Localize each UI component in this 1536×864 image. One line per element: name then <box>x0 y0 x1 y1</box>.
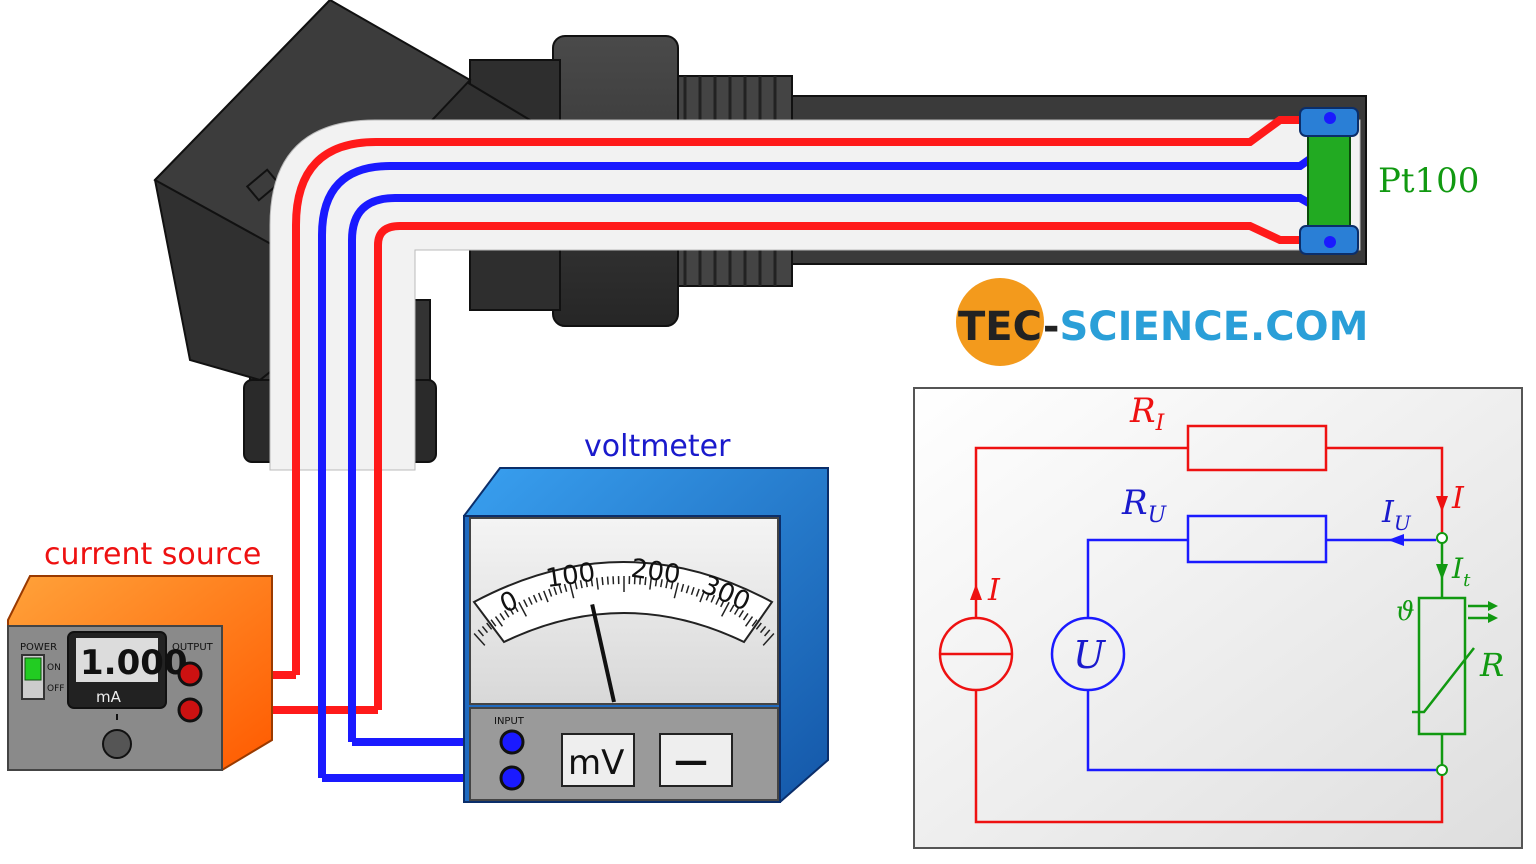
label-U: U <box>1073 633 1107 677</box>
label-IU: IU <box>1381 495 1412 535</box>
scale-tick <box>527 596 533 605</box>
scale-tick <box>695 588 700 597</box>
sensor-housing <box>153 0 1367 471</box>
scale-tick <box>742 613 749 621</box>
scale-tick <box>523 599 528 608</box>
scale-tick <box>585 579 588 588</box>
logo-science: SCIENCE <box>1060 304 1251 350</box>
scale-tick <box>690 586 695 596</box>
label-I-left: I <box>987 573 1001 608</box>
scale-tick <box>649 577 653 590</box>
scale-tick <box>563 583 568 592</box>
scale-tick <box>595 577 599 590</box>
label-It: It <box>1451 552 1471 591</box>
scale-tick <box>665 580 669 589</box>
scale-tick <box>532 594 538 603</box>
voltmeter-needle <box>590 603 616 703</box>
scale-tick <box>518 601 528 617</box>
label-theta: ϑ <box>1396 597 1415 627</box>
scale-100: 100 <box>544 558 597 595</box>
label-I-right: I <box>1451 481 1465 516</box>
off-label: OFF <box>47 684 64 694</box>
scale-tick <box>499 613 506 621</box>
scale-tick <box>680 583 685 592</box>
logo-com: .COM <box>1250 304 1368 350</box>
on-label: ON <box>47 663 61 673</box>
scale-tick <box>763 629 771 637</box>
mv-button-label: mV <box>568 743 624 783</box>
scale-tick <box>579 580 583 589</box>
logo-dash: - <box>1043 304 1060 350</box>
scale-tick <box>513 604 519 613</box>
scale-200: 200 <box>629 554 682 591</box>
scale-tick <box>762 633 775 646</box>
scale-tick <box>639 576 642 585</box>
mode-button-label: — <box>674 741 708 781</box>
scale-tick <box>738 610 744 618</box>
scale-tick <box>751 619 758 627</box>
power-label: POWER <box>20 642 57 653</box>
logo: TEC-SCIENCE.COM <box>956 278 1368 366</box>
scale-tick <box>705 592 711 601</box>
scale-tick <box>574 581 578 590</box>
current-adjust-knob[interactable] <box>102 729 132 759</box>
scale-tick <box>494 616 504 627</box>
voltmeter-device: 0 100 200 300 INPUT mV — <box>463 467 829 803</box>
scale-tick <box>715 596 721 605</box>
scale-tick <box>729 604 735 613</box>
scale-tick <box>508 607 515 615</box>
display-unit: mA <box>96 688 122 706</box>
pt100-label: Pt100 <box>1378 161 1479 201</box>
scale-tick <box>477 629 485 637</box>
scale-tick <box>720 599 725 608</box>
scale-tick <box>670 581 674 590</box>
scale-tick <box>673 582 679 599</box>
scale-tick <box>654 578 658 587</box>
display-value: 1.000 <box>80 643 188 683</box>
scale-tick <box>720 601 730 617</box>
scale-tick <box>553 586 558 596</box>
scale-tick <box>710 594 716 603</box>
label-RU: RU <box>1121 483 1168 528</box>
current-source-label: current source <box>44 537 261 572</box>
scale-tick <box>759 625 767 634</box>
label-R: R <box>1479 646 1504 684</box>
scale-tick <box>755 622 762 630</box>
circuit-diagram: RI RU IU It I I U R ϑ <box>913 387 1523 849</box>
scale-tick <box>699 590 705 603</box>
scale-tick <box>660 579 663 588</box>
scale-tick <box>473 633 486 646</box>
voltmeter-scale-ticks <box>473 576 775 646</box>
scale-tick <box>543 590 549 603</box>
output-label: OUTPUT <box>172 642 214 653</box>
pt100-element <box>1299 107 1359 255</box>
scale-tick <box>606 576 609 585</box>
scale-tick <box>548 588 553 597</box>
scale-tick <box>490 619 497 627</box>
mode-button[interactable] <box>659 733 733 787</box>
scale-tick <box>590 578 594 587</box>
scale-tick <box>733 607 740 615</box>
logo-tec: TEC <box>958 304 1043 350</box>
scale-tick <box>504 610 510 618</box>
svg-text:TEC-SCIENCE.COM: TEC-SCIENCE.COM <box>958 304 1368 350</box>
input-label: INPUT <box>494 716 525 727</box>
scale-tick <box>486 622 493 630</box>
scale-tick <box>744 616 754 627</box>
scale-tick <box>558 585 563 594</box>
scale-tick <box>537 592 543 601</box>
label-RI: RI <box>1129 391 1166 436</box>
scale-tick <box>644 576 647 586</box>
mv-button[interactable] <box>561 733 635 787</box>
scale-tick <box>481 625 489 634</box>
current-source-device: POWER ON OFF 1.000 mA OUTPUT <box>7 575 273 771</box>
voltmeter-label: voltmeter <box>584 429 731 464</box>
scale-tick <box>685 585 690 594</box>
scale-tick <box>601 576 604 586</box>
scale-tick <box>569 582 575 599</box>
